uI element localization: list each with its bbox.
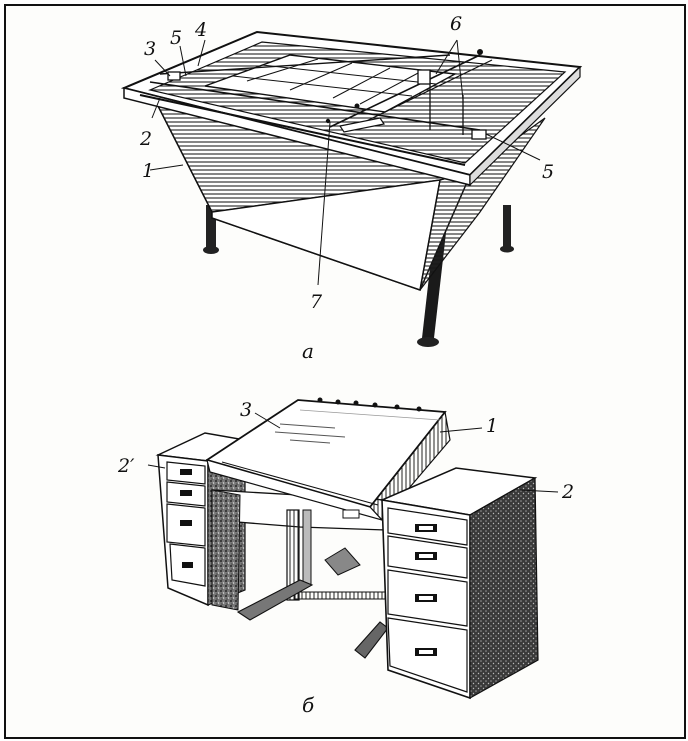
vertical-ruler <box>329 54 481 128</box>
base-rail-left <box>236 579 314 621</box>
right-pedestal-side <box>469 476 539 700</box>
leader-lines-b <box>147 412 559 493</box>
right-pedestal-drawers <box>387 507 468 693</box>
label-a-7: 7 <box>310 291 323 313</box>
label-b-1: 1 <box>486 415 498 437</box>
table-leg-back-left <box>206 205 216 247</box>
drafting-desk-illustration <box>155 397 539 700</box>
label-a-1: 1 <box>142 160 154 182</box>
label-a-6: 6 <box>450 13 462 35</box>
carriage-block-right <box>471 129 487 140</box>
label-b-3: 3 <box>240 399 252 421</box>
caption-a: а <box>302 339 314 363</box>
carriage-block-left <box>167 71 181 81</box>
leader-lines-a <box>149 39 541 286</box>
label-a-5-right: 5 <box>542 161 554 183</box>
foot-rest <box>294 591 386 600</box>
caption-b: б <box>302 693 315 717</box>
label-a-5-left: 5 <box>170 27 182 49</box>
board-support-post <box>286 509 300 601</box>
guide-rail-front <box>139 94 466 166</box>
horizontal-ruler <box>149 81 481 131</box>
label-a-3: 3 <box>144 38 156 60</box>
table-leg-back-right <box>503 205 511 247</box>
label-b-2-prime: 2′ <box>117 455 135 477</box>
label-a-4: 4 <box>194 19 207 41</box>
base-rail-right <box>354 621 389 659</box>
label-b-2: 2 <box>561 481 574 503</box>
drafting-head <box>417 69 431 85</box>
board-clips <box>317 397 422 412</box>
drafting-table-illustration <box>120 30 583 347</box>
label-a-2: 2 <box>139 128 152 150</box>
